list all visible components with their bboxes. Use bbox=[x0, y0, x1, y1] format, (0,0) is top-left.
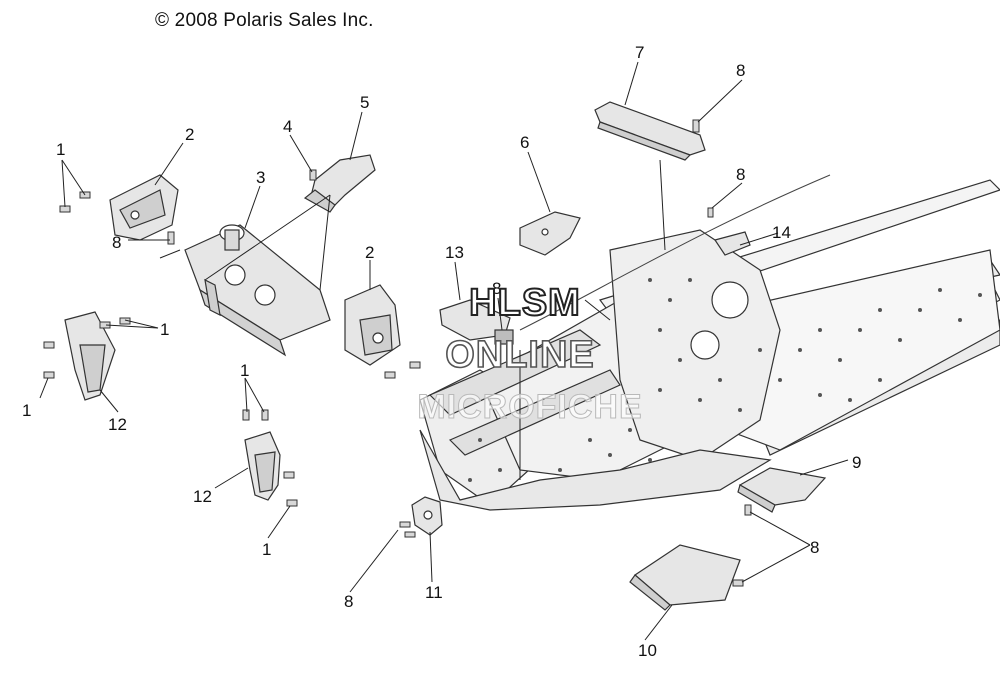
part-9-plate bbox=[737, 467, 827, 513]
callout-4: 4 bbox=[283, 117, 292, 136]
part-12-lower-mount bbox=[244, 431, 281, 501]
part-3-housing bbox=[184, 224, 331, 357]
part-13-plate bbox=[439, 299, 514, 345]
callout-8-a: 8 bbox=[736, 61, 745, 80]
callout-8-c: 8 bbox=[112, 233, 121, 252]
watermark-line-2: ONLINE bbox=[444, 333, 595, 377]
callout-1-c: 1 bbox=[22, 401, 31, 420]
callout-8-f: 8 bbox=[344, 592, 353, 611]
callout-1-e: 1 bbox=[262, 540, 271, 559]
callout-2-b: 2 bbox=[365, 243, 374, 262]
callout-9: 9 bbox=[852, 453, 861, 472]
part-11-plate bbox=[411, 496, 443, 536]
part-10-plate bbox=[629, 544, 741, 611]
chassis-frame bbox=[419, 174, 1000, 511]
part-7-channel bbox=[594, 101, 706, 161]
callout-1-b: 1 bbox=[160, 320, 169, 339]
callout-14: 14 bbox=[772, 223, 791, 242]
watermark-line-1: HLSM bbox=[468, 281, 581, 325]
part-2-mid-bracket bbox=[344, 284, 401, 366]
part-2-upper-bracket bbox=[109, 174, 179, 241]
callout-8-d: 8 bbox=[492, 279, 501, 298]
copyright-notice: © 2008 Polaris Sales Inc. bbox=[155, 10, 374, 31]
callout-labels: 1 2 3 4 5 6 7 8 8 8 2 1 13 8 14 1 12 1 1… bbox=[22, 43, 861, 660]
callout-1-d: 1 bbox=[240, 361, 249, 380]
part-5-shield bbox=[303, 154, 376, 213]
callout-13: 13 bbox=[445, 243, 464, 262]
callout-7: 7 bbox=[635, 43, 644, 62]
callout-6: 6 bbox=[520, 133, 529, 152]
callout-11: 11 bbox=[425, 583, 443, 602]
callout-1-a: 1 bbox=[56, 140, 65, 159]
callout-5: 5 bbox=[360, 93, 369, 112]
callout-10: 10 bbox=[638, 641, 657, 660]
callout-8-b: 8 bbox=[736, 165, 745, 184]
part-6-plate bbox=[519, 211, 581, 256]
callout-3: 3 bbox=[256, 168, 265, 187]
callout-2-a: 2 bbox=[185, 125, 194, 144]
part-14-bracket bbox=[714, 231, 751, 256]
callout-8-e: 8 bbox=[810, 538, 819, 557]
watermark-line-3: MICROFICHE bbox=[417, 388, 643, 427]
callout-12-a: 12 bbox=[108, 415, 127, 434]
leader-lines bbox=[39, 61, 849, 641]
callout-12-b: 12 bbox=[193, 487, 212, 506]
